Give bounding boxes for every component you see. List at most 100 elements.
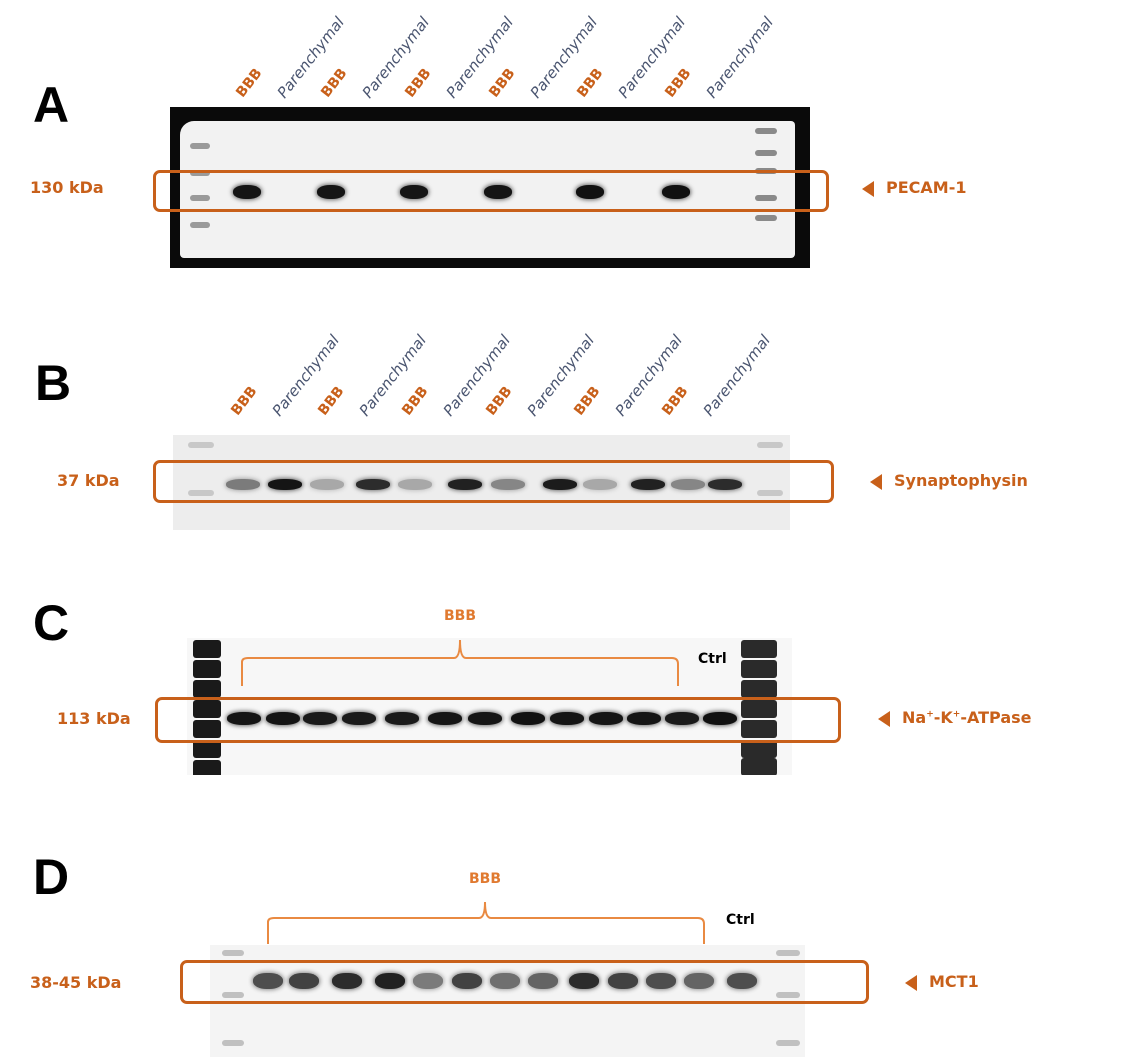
target-name: Synaptophysin <box>894 471 1028 490</box>
superscript-plus: + <box>952 709 961 720</box>
protein-band <box>398 478 432 490</box>
target-label-c: Na+-K+-ATPase <box>878 708 1032 727</box>
group-label-c: BBB <box>444 608 477 624</box>
highlight-box-b <box>153 460 834 503</box>
protein-band <box>550 711 584 725</box>
lane-label-parenchymal: Parenchymal <box>702 13 777 102</box>
protein-band <box>253 973 283 989</box>
protein-band <box>528 973 558 989</box>
target-name-part: -K <box>933 708 953 727</box>
protein-band <box>662 185 690 199</box>
protein-band <box>727 973 757 989</box>
protein-band <box>684 973 714 989</box>
lane-label-bbb: BBB <box>233 65 266 101</box>
protein-band <box>400 185 428 199</box>
protein-band <box>413 973 443 989</box>
ladder-band <box>222 992 244 998</box>
protein-band <box>428 711 462 725</box>
lane-label-bbb: BBB <box>318 65 351 101</box>
protein-band <box>576 185 604 199</box>
protein-band <box>589 711 623 725</box>
target-label-d: MCT1 <box>905 972 979 991</box>
protein-band <box>646 973 676 989</box>
panel-letter-c: C <box>33 595 70 651</box>
ctrl-label-c: Ctrl <box>698 651 727 667</box>
ladder-band <box>776 992 800 998</box>
ladder-band <box>755 215 777 221</box>
ladder-band <box>757 490 783 496</box>
protein-band <box>511 711 545 725</box>
protein-band <box>608 973 638 989</box>
protein-band <box>468 711 502 725</box>
group-label-d: BBB <box>469 871 502 887</box>
lane-label-bbb: BBB <box>659 383 692 419</box>
protein-band <box>317 185 345 199</box>
lane-label-bbb: BBB <box>228 383 261 419</box>
target-name: PECAM-1 <box>886 178 967 197</box>
protein-band <box>266 711 300 725</box>
highlight-box-d <box>180 960 869 1004</box>
lane-label-bbb: BBB <box>315 383 348 419</box>
protein-band <box>490 973 520 989</box>
arrow-left-icon <box>862 180 874 197</box>
ladder-band <box>190 170 210 176</box>
lane-label-bbb: BBB <box>486 65 519 101</box>
protein-band <box>332 973 362 989</box>
ladder-band <box>741 700 777 718</box>
ladder-band <box>190 143 210 149</box>
ladder-band <box>741 720 777 738</box>
protein-band <box>233 185 261 199</box>
ctrl-label-d: Ctrl <box>726 912 755 928</box>
protein-band <box>708 478 742 490</box>
blot-c <box>187 638 792 775</box>
protein-band <box>310 478 344 490</box>
panel-letter-d: D <box>33 849 70 905</box>
protein-band <box>543 478 577 490</box>
ladder-band <box>190 222 210 228</box>
ladder-band <box>188 490 214 496</box>
ladder-band <box>188 442 214 448</box>
arrow-left-icon <box>870 473 882 490</box>
superscript-plus: + <box>926 709 934 720</box>
protein-band <box>665 711 699 725</box>
protein-band <box>583 478 617 490</box>
ladder-band <box>193 640 221 658</box>
ladder-band <box>757 442 783 448</box>
lane-label-bbb: BBB <box>399 383 432 419</box>
group-bracket-c <box>241 639 679 686</box>
target-name: MCT1 <box>929 972 979 991</box>
marker-label-a: 130 kDa <box>30 178 104 197</box>
arrow-left-icon <box>905 974 917 991</box>
ladder-band <box>193 680 221 698</box>
target-name-part: Na <box>902 708 927 727</box>
protein-band <box>448 478 482 490</box>
protein-band <box>627 711 661 725</box>
ladder-band <box>222 1040 244 1046</box>
protein-band <box>631 478 665 490</box>
lane-label-bbb: BBB <box>574 65 607 101</box>
target-label-a: PECAM-1 <box>862 178 966 197</box>
lane-label-bbb: BBB <box>662 65 695 101</box>
ladder-band <box>193 720 221 738</box>
protein-band <box>303 711 337 725</box>
ladder-band <box>755 150 777 156</box>
protein-band <box>268 478 302 490</box>
protein-band <box>289 973 319 989</box>
ladder-band <box>755 128 777 134</box>
ladder-band <box>741 758 777 775</box>
highlight-box-a <box>153 170 829 212</box>
protein-band <box>226 478 260 490</box>
marker-label-d: 38-45 kDa <box>30 973 122 992</box>
marker-label-b: 37 kDa <box>57 471 120 490</box>
ladder-band <box>741 640 777 658</box>
blot-b <box>173 435 790 530</box>
protein-band <box>703 711 737 725</box>
ladder-band <box>193 760 221 775</box>
protein-band <box>671 478 705 490</box>
ladder-band <box>741 660 777 678</box>
lane-label-bbb: BBB <box>402 65 435 101</box>
ladder-band <box>776 1040 800 1046</box>
panel-letter-a: A <box>33 77 70 133</box>
arrow-left-icon <box>878 710 890 727</box>
lane-label-bbb: BBB <box>571 383 604 419</box>
